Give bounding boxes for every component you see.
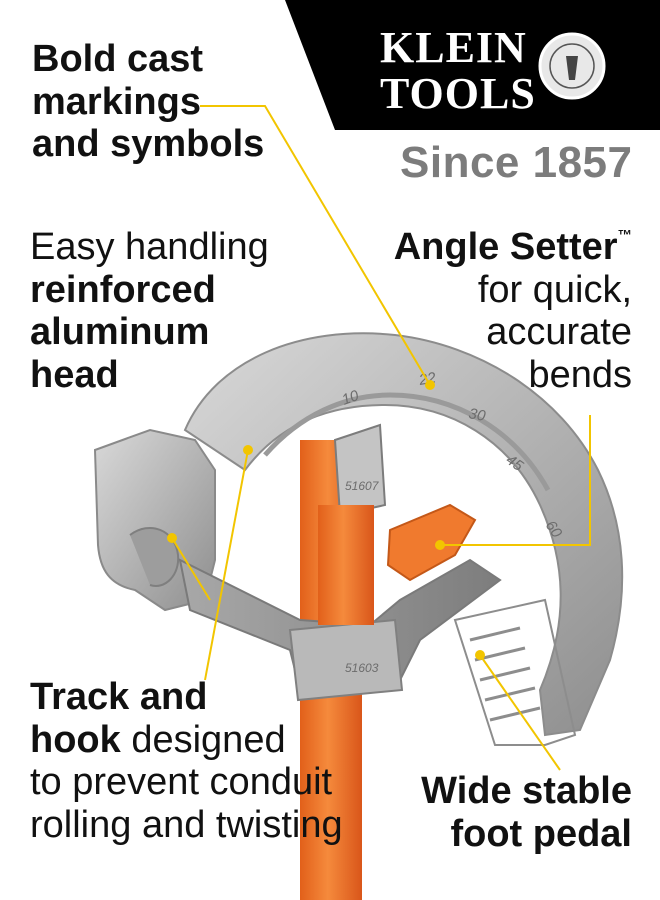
callout-line-mixed: hook designed: [30, 719, 343, 762]
foot-pedal-treads: [469, 626, 541, 722]
callout-line: aluminum: [30, 311, 210, 354]
leader-track-hook: [171, 537, 211, 601]
trademark-mark: ™: [617, 228, 632, 245]
handle-upper: [318, 505, 374, 625]
callout-title: Angle Setter™: [394, 226, 632, 269]
callout-line: to prevent conduit: [30, 761, 333, 804]
leader-easy-handling: [204, 449, 249, 681]
callout-foot-pedal: Wide stable foot pedal: [421, 770, 632, 855]
leader-bold-cast: [200, 105, 431, 386]
callout-word-designed: designed: [120, 718, 286, 761]
callout-line: Easy handling: [30, 226, 269, 268]
leader-angle-setter: [440, 415, 591, 546]
callout-line: foot pedal: [450, 812, 632, 855]
hook-notch: [129, 526, 180, 587]
callout-line: for quick,: [477, 268, 632, 311]
brand-name-line1: KLEIN: [380, 23, 527, 72]
callout-line: rolling and twisting: [30, 803, 343, 846]
callout-line: reinforced: [30, 268, 216, 311]
leader-dots: [167, 380, 485, 660]
angle-setter-name: Angle Setter: [393, 226, 618, 268]
track-groove: [263, 392, 551, 492]
stamp-a: 51607: [345, 479, 380, 493]
handle-socket: [333, 423, 387, 517]
stamp-b: 51603: [345, 661, 379, 675]
callout-word-hook: hook: [30, 718, 121, 761]
leader-foot-pedal: [479, 654, 561, 771]
callout-line: head: [30, 353, 119, 396]
callout-line: Track and: [30, 676, 208, 718]
bender-arc: [183, 332, 624, 737]
callout-line: Bold cast: [32, 38, 204, 80]
callout-track-hook: Track and hook designed to prevent condu…: [30, 676, 343, 846]
callout-line: accurate: [486, 311, 632, 354]
marking-10: 10: [340, 387, 362, 409]
klein-seal-logo: [538, 32, 606, 100]
angle-setter-clip: [386, 503, 477, 582]
callout-line: markings: [32, 80, 201, 123]
marking-30: 30: [467, 405, 487, 425]
brand-name-line2: TOOLS: [380, 69, 536, 118]
callout-line: bends: [528, 353, 632, 396]
callout-line: and symbols: [32, 123, 265, 166]
callout-angle-setter: Angle Setter™ for quick, accurate bends: [394, 226, 632, 396]
since-tagline: Since 1857: [400, 138, 633, 187]
leader-lines: [171, 105, 591, 771]
callout-bold-cast: Bold cast markings and symbols: [32, 38, 264, 166]
callout-line: Wide stable: [421, 770, 632, 812]
foot-pedal: [453, 598, 577, 746]
callout-easy-handling: Easy handling reinforced aluminum head: [30, 226, 269, 396]
